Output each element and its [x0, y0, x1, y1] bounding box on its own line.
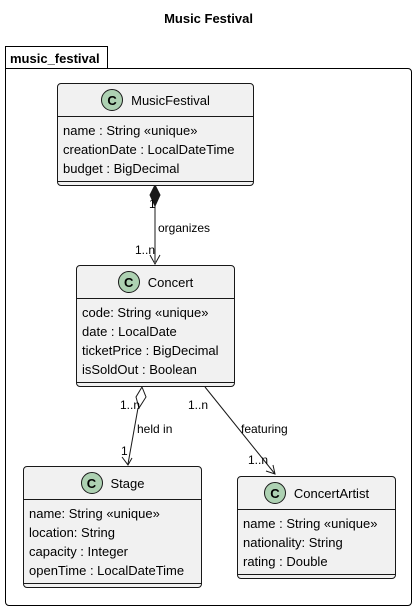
arrowhead — [265, 464, 276, 475]
package-frame — [5, 68, 412, 606]
class-name: Concert — [147, 274, 194, 290]
class-stereotype-icon: C — [117, 271, 140, 293]
attribute: name : String «unique» — [63, 123, 198, 138]
multiplicity-organizes-target: 1..n — [135, 243, 156, 257]
multiplicity-held-in-target: 1 — [121, 444, 128, 458]
package-label: music_festival — [10, 51, 100, 66]
relation-label-held-in: held in — [137, 422, 173, 436]
attribute: rating : Double — [243, 554, 328, 569]
package-tab — [5, 46, 108, 68]
relation-label-featuring: featuring — [241, 422, 288, 436]
class-stereotype-icon: C — [80, 472, 103, 494]
arrowhead — [121, 456, 133, 466]
attribute: creationDate : LocalDateTime — [63, 142, 235, 157]
class-header: C MusicFestival — [58, 84, 253, 117]
attribute: name: String «unique» — [29, 506, 160, 521]
attribute: date : LocalDate — [82, 324, 177, 339]
method-compartment — [77, 383, 234, 391]
relation-label-organizes: organizes — [158, 221, 211, 235]
class-name: ConcertArtist — [293, 485, 370, 501]
class-stage[interactable]: C Stage name: String «unique» location: … — [23, 466, 202, 588]
class-stereotype-icon: C — [101, 89, 124, 111]
attribute: ticketPrice : BigDecimal — [82, 343, 219, 358]
multiplicity-held-in-source: 1..n — [120, 398, 141, 412]
attribute: location: String — [29, 525, 115, 540]
attribute-list: name : String «unique» creationDate : Lo… — [58, 117, 253, 182]
method-compartment — [24, 584, 201, 592]
class-musicfestival[interactable]: C MusicFestival name : String «unique» c… — [57, 83, 254, 186]
method-compartment — [238, 575, 395, 583]
attribute: name : String «unique» — [243, 516, 378, 531]
relation-held-in — [121, 385, 147, 466]
attribute-list: name: String «unique» location: String c… — [24, 500, 201, 584]
class-header: C ConcertArtist — [238, 477, 395, 510]
attribute: openTime : LocalDateTime — [29, 563, 185, 578]
aggregation-diamond — [135, 385, 147, 410]
class-header: C Stage — [24, 467, 201, 500]
attribute: nationality: String — [243, 535, 343, 550]
attribute: budget : BigDecimal — [63, 161, 180, 176]
class-stereotype-icon: C — [263, 482, 286, 504]
multiplicity-featuring-source: 1..n — [188, 398, 209, 412]
multiplicity-featuring-target: 1..n — [248, 453, 269, 467]
attribute: capacity : Integer — [29, 544, 128, 559]
class-concert[interactable]: C Concert code: String «unique» date : L… — [76, 265, 235, 387]
attribute-list: name : String «unique» nationality: Stri… — [238, 510, 395, 575]
class-name: MusicFestival — [131, 92, 210, 108]
composition-diamond — [149, 183, 161, 208]
diagram-title: Music Festival — [164, 11, 253, 26]
attribute-list: code: String «unique» date : LocalDate t… — [77, 299, 234, 383]
relation-organizes — [149, 183, 161, 266]
attribute: isSoldOut : Boolean — [82, 362, 197, 377]
relation-featuring — [204, 386, 276, 475]
multiplicity-organizes-source: 1 — [149, 197, 156, 211]
attribute: code: String «unique» — [82, 305, 209, 320]
method-compartment — [58, 182, 253, 190]
class-concertartist[interactable]: C ConcertArtist name : String «unique» n… — [237, 476, 396, 579]
class-header: C Concert — [77, 266, 234, 299]
class-name: Stage — [110, 475, 145, 491]
arrowhead — [149, 254, 161, 266]
